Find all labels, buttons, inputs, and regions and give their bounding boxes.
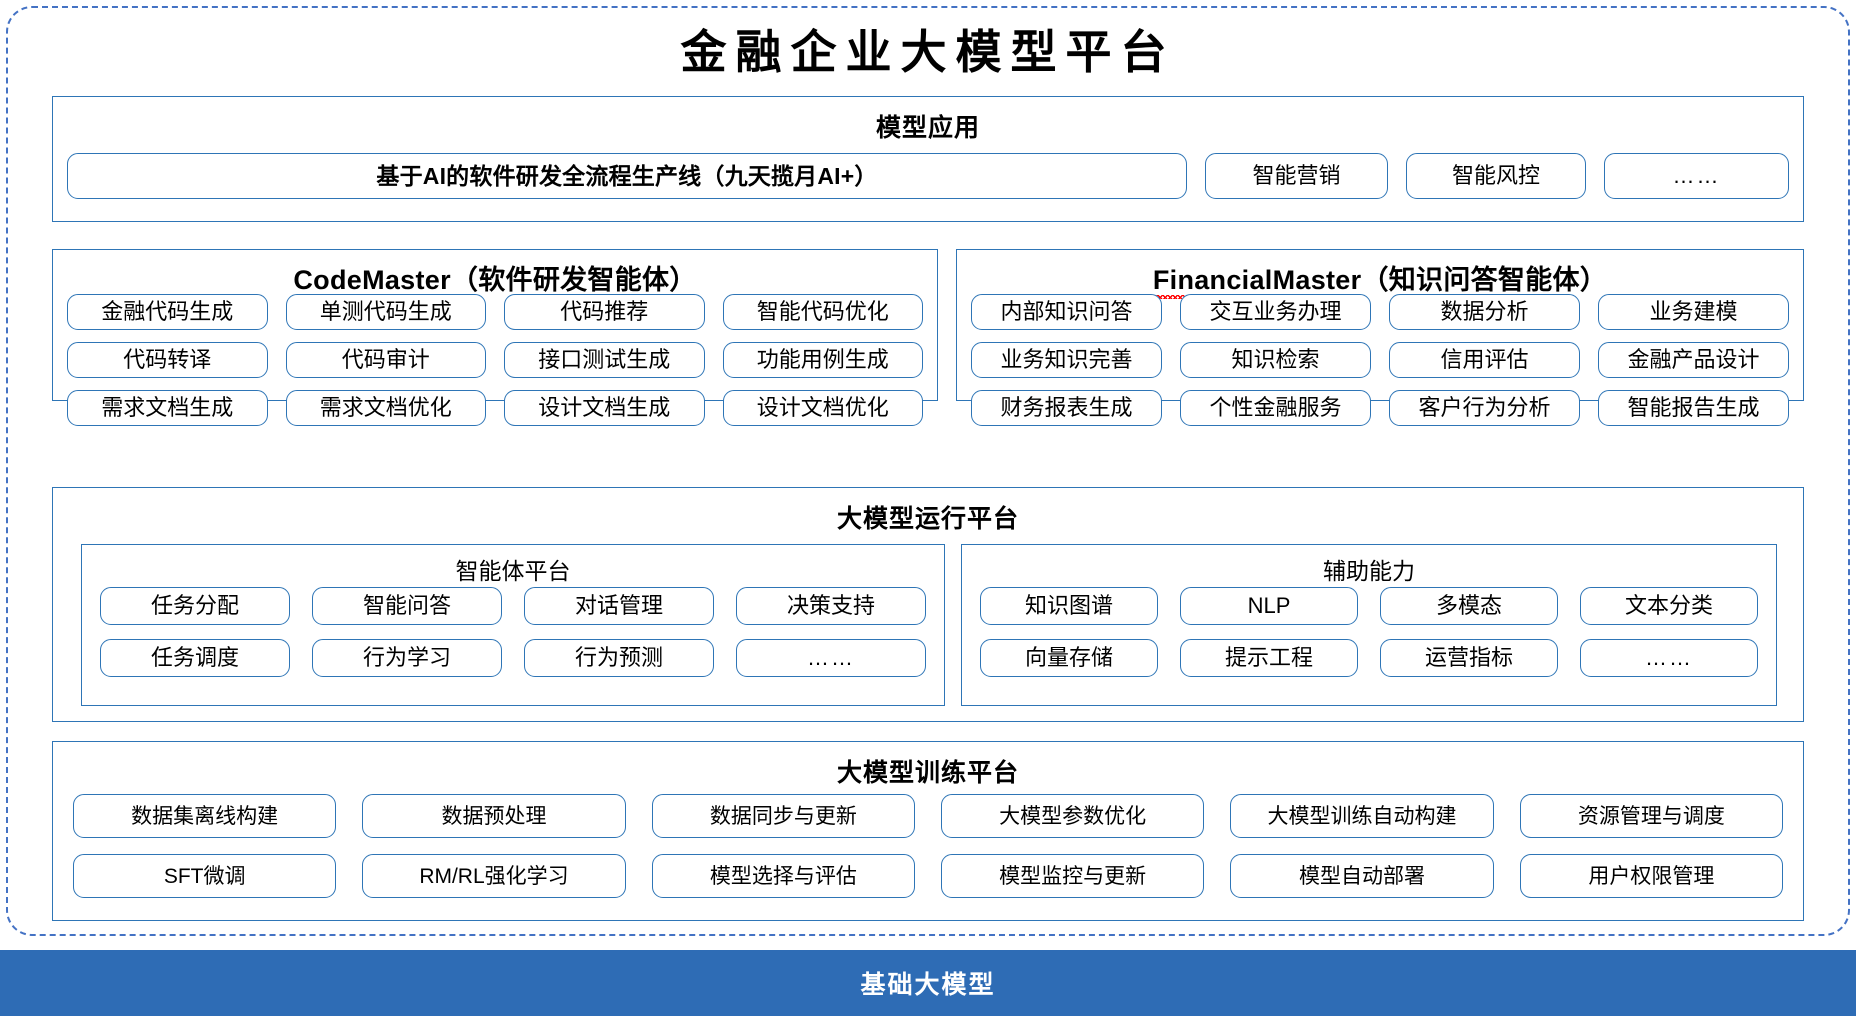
capability-chip[interactable]: 单测代码生成 <box>285 294 486 330</box>
foundation-model-bar: 基础大模型 <box>0 950 1856 1016</box>
capability-chip[interactable]: 功能用例生成 <box>722 342 923 378</box>
auxiliary-chip[interactable]: 运营指标 <box>1380 639 1558 677</box>
capability-chip[interactable]: 代码推荐 <box>504 294 705 330</box>
capability-chip[interactable]: 智能代码优化 <box>722 294 923 330</box>
app-chip-ai-sdlc-pipeline[interactable]: 基于AI的软件研发全流程生产线（九天揽月AI+） <box>67 153 1187 199</box>
section-title-model-application: 模型应用 <box>875 114 980 142</box>
section-title-runtime-platform: 大模型运行平台 <box>836 505 1019 533</box>
agent-name-cn-codemaster: （软件研发智能体） <box>450 265 697 295</box>
agent-title-codemaster: CodeMaster（软件研发智能体） <box>53 258 937 299</box>
section-training-platform: 大模型训练平台 数据集离线构建 数据预处理 数据同步与更新 大模型参数优化 大模… <box>52 741 1804 921</box>
app-chip-more[interactable]: …… <box>1604 153 1789 199</box>
capability-chip[interactable]: 信用评估 <box>1389 342 1580 378</box>
runtime-chip[interactable]: 智能问答 <box>312 587 502 625</box>
training-chip[interactable]: 数据预处理 <box>362 794 626 838</box>
agent-name-en-codemaster: CodeMaster <box>293 265 451 299</box>
runtime-chip[interactable]: 决策支持 <box>736 587 926 625</box>
capability-chip[interactable]: 代码转译 <box>67 342 268 378</box>
subsection-title-auxiliary-capability: 辅助能力 <box>1323 558 1415 584</box>
capability-chip[interactable]: 数据分析 <box>1389 294 1580 330</box>
capability-chip[interactable]: 金融产品设计 <box>1598 342 1789 378</box>
capability-chip[interactable]: 智能报告生成 <box>1598 390 1789 426</box>
runtime-chip[interactable]: 任务调度 <box>100 639 290 677</box>
training-chip[interactable]: RM/RL强化学习 <box>362 854 626 898</box>
capability-chip[interactable]: 接口测试生成 <box>504 342 705 378</box>
agent-platform-grid: 任务分配 智能问答 对话管理 决策支持 任务调度 行为学习 行为预测 …… <box>100 587 926 677</box>
training-chip[interactable]: 用户权限管理 <box>1519 854 1783 898</box>
runtime-chip[interactable]: 行为学习 <box>312 639 502 677</box>
training-chip[interactable]: 模型自动部署 <box>1230 854 1494 898</box>
capability-chip[interactable]: 设计文档优化 <box>722 390 923 426</box>
runtime-chip[interactable]: 行为预测 <box>524 639 714 677</box>
capability-chip[interactable]: 金融代码生成 <box>67 294 268 330</box>
training-chip[interactable]: 资源管理与调度 <box>1519 794 1783 838</box>
subsection-title-agent-platform: 智能体平台 <box>455 558 571 584</box>
runtime-chip[interactable]: 任务分配 <box>100 587 290 625</box>
foundation-model-label: 基础大模型 <box>860 971 996 999</box>
capability-chip[interactable]: 代码审计 <box>285 342 486 378</box>
agent-name-en-financialmaster: FinancialMaster <box>1152 265 1362 299</box>
runtime-chip-more[interactable]: …… <box>736 639 926 677</box>
runtime-chip[interactable]: 对话管理 <box>524 587 714 625</box>
outer-dashed-frame <box>6 6 1850 936</box>
capability-chip[interactable]: 财务报表生成 <box>971 390 1162 426</box>
section-agent-financialmaster: FinancialMaster（知识问答智能体） 内部知识问答 交互业务办理 数… <box>956 249 1804 426</box>
training-chip[interactable]: 模型选择与评估 <box>651 854 915 898</box>
model-application-row: 基于AI的软件研发全流程生产线（九天揽月AI+） 智能营销 智能风控 …… <box>67 153 1789 199</box>
training-chip[interactable]: 大模型参数优化 <box>941 794 1205 838</box>
training-chip[interactable]: 数据同步与更新 <box>651 794 915 838</box>
capability-chip[interactable]: 需求文档生成 <box>67 390 268 426</box>
app-chip-smart-risk-control[interactable]: 智能风控 <box>1406 153 1586 199</box>
section-agent-codemaster: CodeMaster（软件研发智能体） 金融代码生成 单测代码生成 代码推荐 智… <box>52 249 938 426</box>
financialmaster-capability-grid: 内部知识问答 交互业务办理 数据分析 业务建模 业务知识完善 知识检索 信用评估… <box>971 294 1789 426</box>
training-chip[interactable]: SFT微调 <box>73 854 337 898</box>
auxiliary-chip[interactable]: 向量存储 <box>980 639 1158 677</box>
auxiliary-chip[interactable]: 多模态 <box>1380 587 1558 625</box>
capability-chip[interactable]: 设计文档生成 <box>504 390 705 426</box>
section-runtime-platform: 大模型运行平台 智能体平台 任务分配 智能问答 对话管理 决策支持 任务调度 行… <box>52 487 1804 722</box>
capability-chip[interactable]: 客户行为分析 <box>1389 390 1580 426</box>
app-chip-smart-marketing[interactable]: 智能营销 <box>1205 153 1388 199</box>
training-chip[interactable]: 模型监控与更新 <box>941 854 1205 898</box>
auxiliary-chip[interactable]: 提示工程 <box>1180 639 1358 677</box>
auxiliary-chip[interactable]: 文本分类 <box>1580 587 1758 625</box>
agent-title-financialmaster: FinancialMaster（知识问答智能体） <box>957 258 1803 299</box>
auxiliary-chip[interactable]: 知识图谱 <box>980 587 1158 625</box>
page-title: 金融企业大模型平台 <box>680 27 1176 78</box>
capability-chip[interactable]: 业务知识完善 <box>971 342 1162 378</box>
training-chip[interactable]: 大模型训练自动构建 <box>1230 794 1494 838</box>
training-platform-grid: 数据集离线构建 数据预处理 数据同步与更新 大模型参数优化 大模型训练自动构建 … <box>73 794 1783 898</box>
section-model-application: 模型应用 基于AI的软件研发全流程生产线（九天揽月AI+） 智能营销 智能风控 … <box>52 96 1804 222</box>
auxiliary-chip[interactable]: NLP <box>1180 587 1358 625</box>
capability-chip[interactable]: 知识检索 <box>1180 342 1371 378</box>
capability-chip[interactable]: 内部知识问答 <box>971 294 1162 330</box>
capability-chip[interactable]: 需求文档优化 <box>285 390 486 426</box>
training-chip[interactable]: 数据集离线构建 <box>73 794 337 838</box>
capability-chip[interactable]: 个性金融服务 <box>1180 390 1371 426</box>
codemaster-capability-grid: 金融代码生成 单测代码生成 代码推荐 智能代码优化 代码转译 代码审计 接口测试… <box>67 294 923 426</box>
auxiliary-chip-more[interactable]: …… <box>1580 639 1758 677</box>
section-title-training-platform: 大模型训练平台 <box>836 759 1019 787</box>
capability-chip[interactable]: 交互业务办理 <box>1180 294 1371 330</box>
auxiliary-capability-grid: 知识图谱 NLP 多模态 文本分类 向量存储 提示工程 运营指标 …… <box>980 587 1758 677</box>
agent-name-cn-financialmaster: （知识问答智能体） <box>1361 265 1608 295</box>
capability-chip[interactable]: 业务建模 <box>1598 294 1789 330</box>
subsection-agent-platform: 智能体平台 任务分配 智能问答 对话管理 决策支持 任务调度 行为学习 行为预测… <box>81 544 945 706</box>
subsection-auxiliary-capability: 辅助能力 知识图谱 NLP 多模态 文本分类 向量存储 提示工程 运营指标 …… <box>961 544 1777 706</box>
